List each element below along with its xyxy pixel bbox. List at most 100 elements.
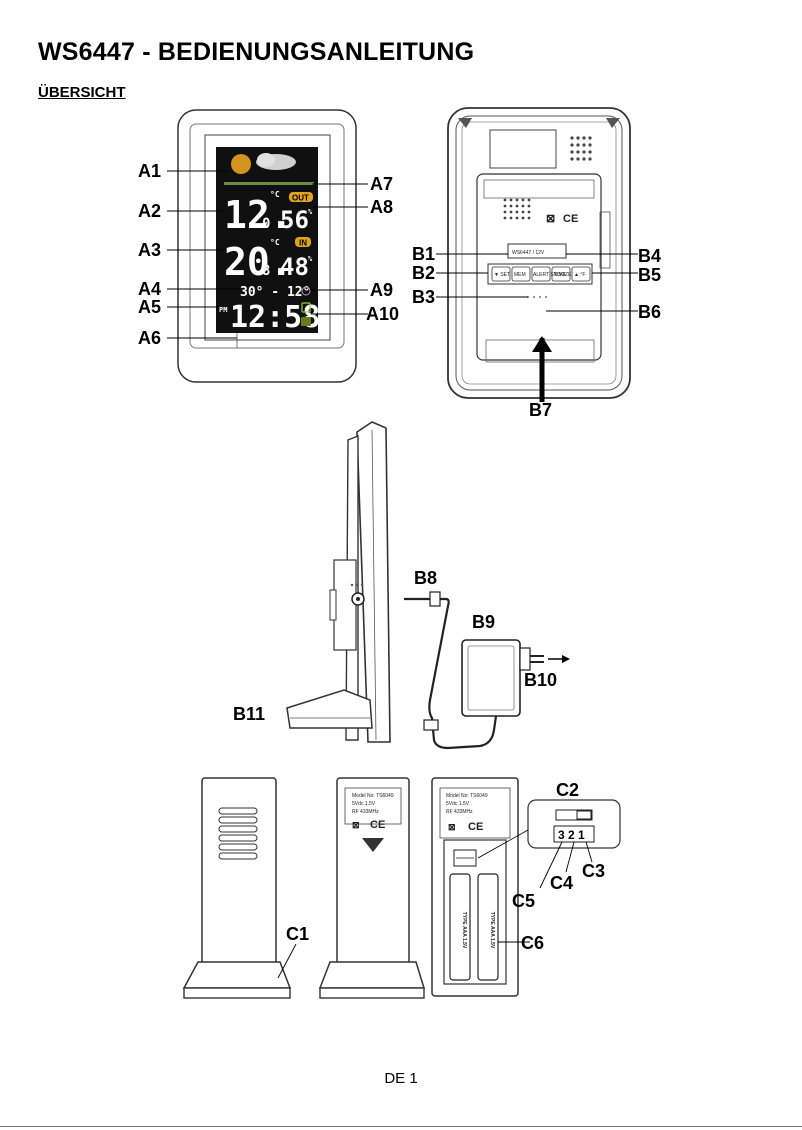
stand-foot (286, 689, 373, 729)
callout-b4: B4 (638, 246, 661, 266)
sun-icon (231, 154, 251, 174)
out-badge-label: OUT (292, 194, 309, 203)
callout-c3: C3 (582, 861, 605, 881)
battery-slot-1 (449, 873, 471, 981)
footer-rule (0, 1126, 802, 1127)
pm-indicator: PM (219, 306, 227, 314)
channel-numbers: 3 2 1 (558, 828, 585, 842)
outdoor-humidity: 56 (280, 206, 309, 234)
back-button-row: ▼ SET MEM ALERT SNOOZE TIME ▲ °F (487, 263, 593, 285)
btn-label-set: ▼ SET (494, 272, 510, 278)
sensor-stand (182, 961, 292, 989)
battery-slot-2 (477, 873, 499, 981)
out-badge (289, 192, 313, 202)
callout-b2: B2 (412, 263, 435, 283)
time-button[interactable] (551, 266, 571, 282)
back-view-station: ⊠ CE WS6447 / 12V ▼ SET MEM ALERT SNOOZE… (447, 107, 631, 402)
btn-label-alert: ALERT SNOOZE (533, 272, 572, 278)
btn-label-mem: MEM (514, 272, 526, 278)
callout-c6: C6 (521, 933, 544, 953)
sensor-sticker-line2: 5Vdc 1.5V (352, 801, 376, 807)
outdoor-temp-decimal: 0 (262, 216, 270, 232)
in-badge-label: IN (299, 239, 307, 248)
dc-plug (429, 591, 441, 607)
callout-a2: A2 (138, 201, 161, 221)
callout-c5: C5 (512, 891, 535, 911)
battery-icon (301, 302, 311, 313)
stand-slot-arrow (532, 336, 552, 352)
set-down-button[interactable] (491, 266, 511, 282)
indoor-temp-decimal: 8 (262, 263, 270, 279)
indoor-hum-unit: % (308, 255, 313, 263)
callout-b7: B7 (529, 400, 552, 420)
alarm-icon (301, 286, 311, 296)
callout-c2: C2 (556, 780, 579, 800)
in-badge (295, 237, 311, 247)
sensor-open-view: Model No: TS6049 5Vdc 1.5V RF 433MHz ⊠ C… (431, 777, 519, 997)
callout-c4: C4 (550, 873, 573, 893)
callout-b6: B6 (638, 302, 661, 322)
mem-button[interactable] (511, 266, 531, 282)
battery-label-2: TYPE AAA 1.5V (489, 912, 495, 949)
snooze-icon (301, 317, 311, 326)
callout-b3: B3 (412, 287, 435, 307)
trend-bar (224, 182, 314, 185)
back-callout-lines (436, 253, 638, 312)
callout-b5: B5 (638, 265, 661, 285)
speaker-grille-top (570, 136, 592, 161)
indoor-temp: 20. (224, 240, 293, 284)
channel-switch-lever[interactable] (555, 809, 593, 821)
sensor-hang-notch (362, 838, 384, 852)
open-sticker-line1: Model No: TS6049 (446, 793, 488, 799)
sensor-sticker-line1: Model No: TS6049 (352, 793, 394, 799)
sensor-front-view (182, 777, 292, 999)
callout-a7: A7 (370, 174, 393, 194)
open-sticker-line2: 5Vdc 1.5V (446, 801, 470, 807)
indoor-humidity: 48 (280, 253, 309, 281)
btn-label-unit: ▲ °F (574, 272, 585, 278)
btn-label-time: TIME (554, 272, 567, 278)
weee-bin-icon: ⊠ (546, 213, 555, 225)
indoor-temp-unit: °C (270, 238, 280, 247)
adapter-body (461, 639, 521, 717)
alert-snooze-button[interactable] (531, 266, 551, 282)
sensor-back-view: Model No: TS6049 5Vdc 1.5V RF 433MHz ⊠ C… (318, 777, 426, 999)
section-heading: ÜBERSICHT (38, 84, 126, 101)
sensor-ce-icon: CE (370, 819, 385, 831)
ce-mark-icon: CE (563, 213, 578, 225)
page-title: WS6447 - BEDIENUNGSANLEITUNG (38, 38, 475, 66)
sensor-sticker-line3: RF 433MHz (352, 809, 379, 815)
front-view-station: 12. 0 °C OUT 56 % 20. 8 °C IN 48 % 30° -… (177, 109, 357, 383)
callout-a6: A6 (138, 328, 161, 348)
open-sticker-line3: RF 433MHz (446, 809, 473, 815)
channel-switch-zoom: 3 2 1 (477, 799, 621, 859)
power-jack-label: WS6447 / 12V (512, 250, 545, 256)
sensor-vent-slots (218, 807, 258, 860)
callout-b8: B8 (414, 568, 437, 588)
open-weee-icon: ⊠ (448, 822, 456, 832)
callout-b1: B1 (412, 244, 435, 264)
sensor-callout-lines (498, 841, 593, 943)
speaker-grille-mid (503, 198, 531, 220)
callout-a3: A3 (138, 240, 161, 260)
outdoor-hum-unit: % (308, 208, 313, 216)
callout-a9: A9 (370, 280, 393, 300)
outdoor-temp-unit: °C (270, 190, 280, 199)
callout-b9: B9 (472, 612, 495, 632)
outdoor-temp: 12. (224, 193, 293, 237)
callout-a10: A10 (366, 304, 399, 324)
up-unit-button[interactable] (571, 266, 591, 282)
open-ce-icon: CE (468, 821, 483, 833)
callout-c1: C1 (286, 924, 309, 944)
power-adapter (404, 591, 570, 750)
callout-a1: A1 (138, 161, 161, 181)
wall-outlet-arrow (562, 655, 570, 663)
sensor-weee-icon: ⊠ (352, 820, 360, 830)
callout-a4: A4 (138, 279, 161, 299)
battery-label-1: TYPE AAA 1.5V (461, 912, 467, 949)
front-callout-lines (167, 170, 368, 339)
callout-b10: B10 (524, 670, 557, 690)
page-number: DE 1 (384, 1070, 418, 1087)
callout-b11: B11 (233, 704, 265, 724)
